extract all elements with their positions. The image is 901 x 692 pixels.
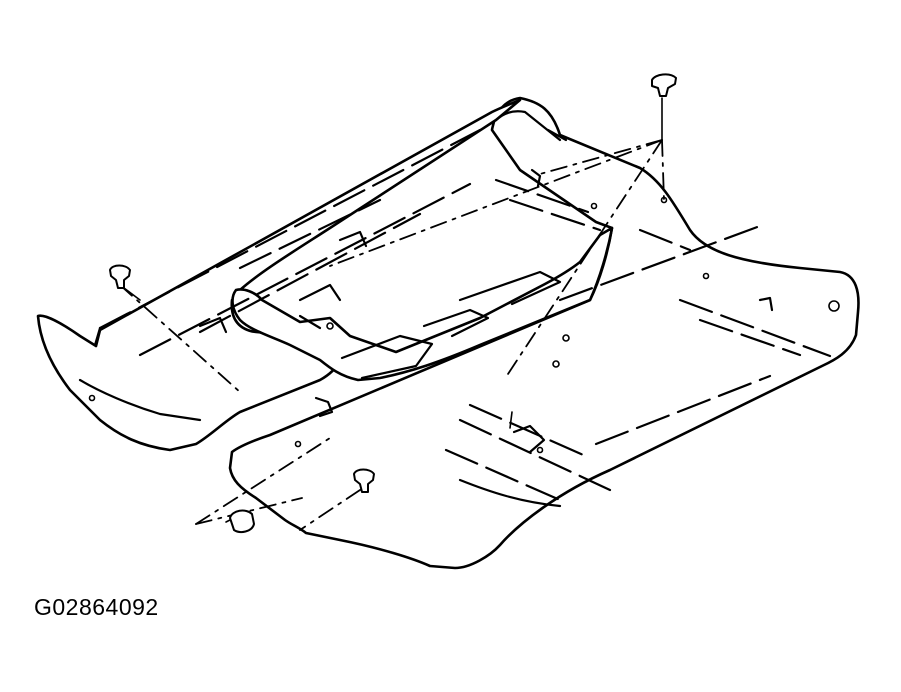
clip-front (353, 468, 375, 493)
clip-leader-lines (119, 97, 665, 531)
center-tunnel (231, 226, 614, 418)
clip-left (109, 264, 131, 289)
carpet-contour-lines (98, 128, 832, 508)
figure-code-label: G02864092 (34, 594, 159, 620)
carpet-front-section (36, 98, 522, 452)
clip-front-round (225, 509, 255, 533)
clip-rear-top (651, 73, 677, 97)
